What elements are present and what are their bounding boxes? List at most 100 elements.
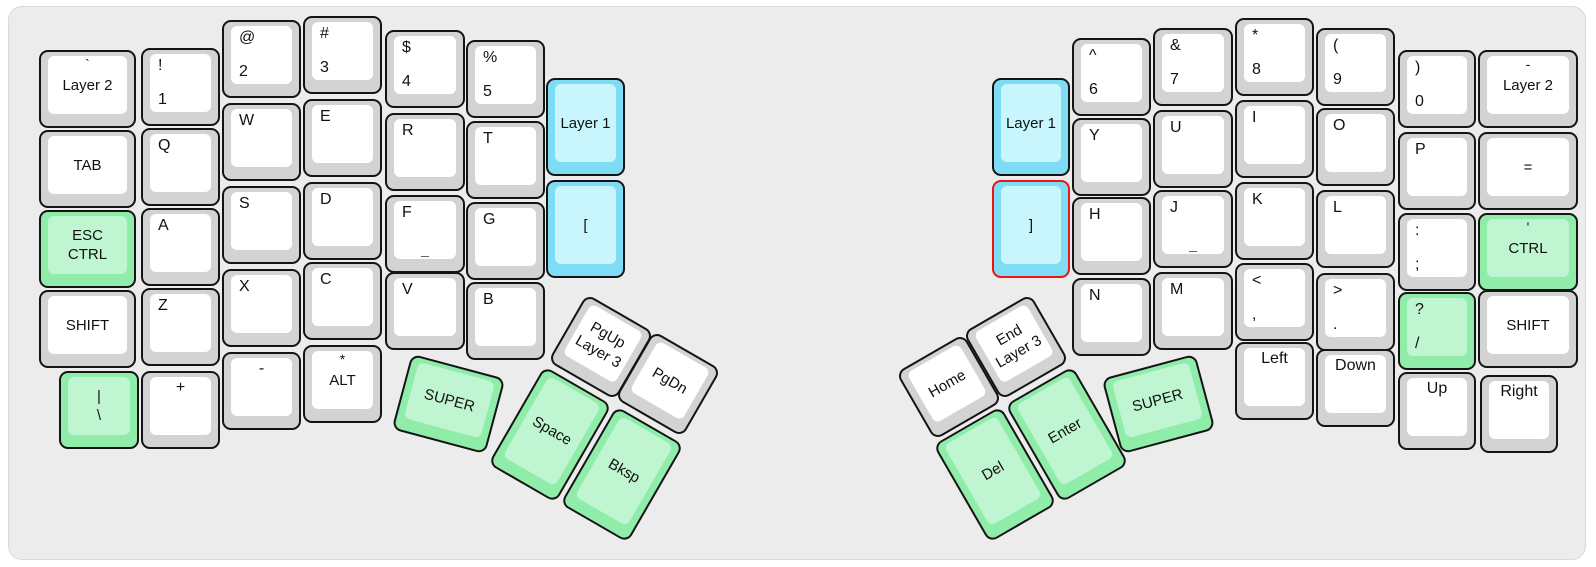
key-f[interactable]: F_ [385,195,465,273]
key-n[interactable]: N [1072,278,1151,356]
key-paren-9[interactable]: (9 [1316,28,1395,106]
keycap-face: B [475,288,536,346]
key-b[interactable]: B [466,282,545,360]
key-asterisk-8[interactable]: *8 [1235,18,1314,96]
keycap-face: Y [1081,124,1142,182]
key-grave-layer2[interactable]: Layer 2` [39,50,136,128]
key-label: T [483,130,493,148]
key-d[interactable]: D [303,182,382,260]
key-t[interactable]: T [466,121,545,199]
key-w[interactable]: W [222,103,301,181]
key-colon-semicolon[interactable]: :; [1398,213,1476,291]
keycap-face: O [1325,114,1386,172]
key-pipe-backslash[interactable]: |\ [59,371,139,449]
key-paren-0[interactable]: )0 [1398,50,1476,128]
keycap-face: [ [555,186,616,264]
key-left-bracket[interactable]: [ [546,180,625,278]
key-caret-6[interactable]: ^6 [1072,38,1151,116]
keycap-face [150,377,211,435]
key-label: )0 [1415,59,1424,111]
keycap-face: A [150,214,211,272]
keycap-face: U [1162,116,1224,174]
key-g[interactable]: G [466,202,545,280]
key-label-line: ESC [72,227,103,244]
key-m[interactable]: M [1153,272,1233,350]
key-label-line: S [239,195,250,212]
keycap-face: V [394,278,456,336]
key-label-line: J [1170,199,1178,216]
key-minus-left[interactable]: - [222,352,301,430]
key-label-line: M [1170,281,1184,298]
key-r[interactable]: R [385,113,465,191]
keycap-face [1407,378,1467,436]
key-layer1-left[interactable]: Layer 1 [546,78,625,176]
key-label-line: V [402,281,413,298]
key-right-bracket[interactable]: ] [992,180,1070,278]
key-label-line: SHIFT [1506,316,1550,334]
key-amp-7[interactable]: &7 [1153,28,1233,106]
key-v[interactable]: V [385,272,465,350]
key-arrow-up[interactable]: Up [1398,372,1476,450]
key-label-line: Layer 2 [62,76,113,94]
key-hash-3[interactable]: #3 [303,16,382,94]
key-label: SHIFT [48,296,127,354]
key-greater-period[interactable]: >. [1316,273,1395,351]
key-less-comma[interactable]: <, [1235,263,1314,341]
keycap-face: ^6 [1081,44,1142,102]
key-e[interactable]: E [303,99,382,177]
key-label-line: Layer 1 [1005,114,1057,132]
key-q[interactable]: Q [141,128,220,206]
key-p[interactable]: P [1398,132,1476,210]
key-s[interactable]: S [222,186,301,264]
key-z[interactable]: Z [141,288,220,366]
key-tab[interactable]: TAB [39,130,136,208]
key-asterisk-alt[interactable]: ALT* [303,345,382,423]
key-label-line: % [483,49,498,66]
key-label: C [320,271,332,289]
keycap-face: Q [150,134,211,192]
keycap-face: Layer 1 [555,84,616,162]
keycap-face: %5 [475,46,536,104]
key-shift-hint: ' [1526,219,1530,235]
key-y[interactable]: Y [1072,118,1151,196]
key-arrow-left[interactable]: Left [1235,342,1314,420]
key-x[interactable]: X [222,269,301,347]
key-o[interactable]: O [1316,108,1395,186]
key-at-2[interactable]: @2 [222,20,301,98]
key-j[interactable]: J_ [1153,190,1233,268]
key-label-line: H [1089,206,1101,223]
key-label: P [1415,141,1426,159]
keycap-face: @2 [231,26,292,84]
key-equals[interactable]: = [1478,132,1578,210]
key-percent-5[interactable]: %5 [466,40,545,118]
key-k[interactable]: K [1235,182,1314,260]
key-dollar-4[interactable]: $4 [385,30,465,108]
key-quote-ctrl[interactable]: CTRL' [1478,213,1578,291]
key-minus-layer2[interactable]: Layer 2- [1478,50,1578,128]
key-exclam-1[interactable]: !1 [141,48,220,126]
key-label: V [402,281,413,299]
key-c[interactable]: C [303,262,382,340]
key-a[interactable]: A [141,208,220,286]
key-label: #3 [320,25,329,77]
key-label: I [1252,109,1256,127]
key-layer1-right[interactable]: Layer 1 [992,78,1070,176]
key-i[interactable]: I [1235,100,1314,178]
key-label: Layer 2 [48,56,127,114]
key-h[interactable]: H [1072,197,1151,275]
key-l[interactable]: L [1316,190,1395,268]
key-label-line: = [1523,158,1533,176]
keycap-face: N [1081,284,1142,342]
key-question-slash[interactable]: ?/ [1398,292,1476,370]
key-label: (9 [1333,37,1342,89]
key-shift-left[interactable]: SHIFT [39,290,136,368]
key-plus[interactable]: + [141,371,220,449]
key-arrow-down[interactable]: Down [1316,349,1395,427]
key-shift-right[interactable]: SHIFT [1478,290,1578,368]
keycap-face: SHIFT [48,296,127,354]
key-arrow-right[interactable]: Right [1480,375,1558,453]
key-shift-hint: - [1525,56,1531,72]
keycap-face: Layer 2` [48,56,127,114]
key-u[interactable]: U [1153,110,1233,188]
